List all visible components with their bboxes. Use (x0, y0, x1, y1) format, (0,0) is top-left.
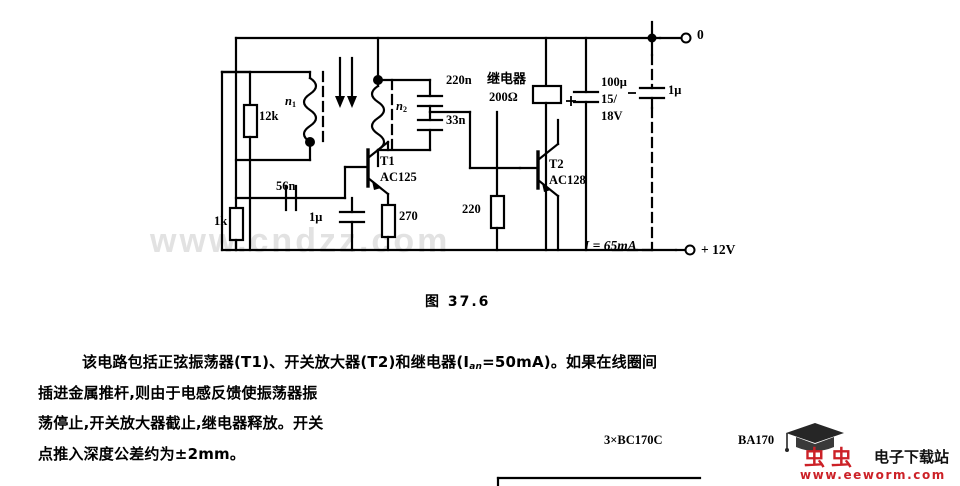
junction-dot-n2-top (373, 75, 383, 85)
t1-emitter-arrow (372, 181, 381, 190)
label-t2-type: AC128 (549, 173, 586, 187)
label-t2-ref: T2 (549, 157, 564, 171)
label-t1-type: AC125 (380, 170, 417, 184)
body-line-1-b: =50mA)。如果在线圈间 (482, 353, 658, 371)
t2-collector-lead (536, 142, 560, 162)
junction-dot-n1-bottom (305, 137, 315, 147)
resistor-12k-body (242, 103, 259, 139)
label-1k: 1k (214, 214, 228, 228)
logo-bugs-text: 虫虫 (804, 446, 858, 470)
label-270: 270 (399, 209, 418, 223)
label-100u: 100μ (601, 75, 627, 89)
junction-dot-terminal-0 (647, 33, 657, 43)
pushrod-arrowhead-left (335, 96, 345, 108)
label-12k: 12k (259, 109, 279, 123)
coil-n1-subscript: 1 (291, 100, 296, 109)
label-relay-value: 200Ω (489, 90, 518, 104)
relay-coil-body (531, 84, 563, 105)
logo-url-text: www.eeworm.com (800, 468, 946, 482)
label-1u-left: 1μ (309, 210, 323, 224)
logo-site-text: 电子下载站 (874, 448, 950, 466)
label-33n: 33n (446, 113, 466, 127)
body-line-1-a: 该电路包括正弦振荡器(T1)、开关放大器(T2)和继电器(I (82, 353, 470, 371)
label-coil-n2: n2 (396, 99, 407, 114)
body-line-1-sub: an (469, 362, 483, 372)
label-100u-volt-1: 15/ (601, 92, 617, 106)
resistor-220-body (489, 194, 506, 230)
graduation-cap-icon (785, 423, 844, 452)
label-t1-ref: T1 (380, 154, 395, 168)
body-line-4: 点推入深度公差约为±2mm。 (38, 445, 246, 463)
coil-n2-subscript: 2 (402, 105, 407, 114)
coil-n1-winding (302, 76, 318, 144)
terminal-circle-12v (684, 244, 696, 256)
label-coil-n1: n1 (285, 94, 296, 109)
pushrod-arrowhead-right (347, 96, 357, 108)
coil-n1-letter: n (285, 94, 292, 108)
body-line-3: 荡停止,开关放大器截止,继电器释放。开关 (38, 414, 324, 432)
resistor-270-body (380, 203, 397, 239)
label-56n: 56n (276, 179, 296, 193)
coil-n2-winding (370, 84, 386, 152)
polarity-plus-100u (566, 96, 576, 106)
label-current-note: I = 65mA (584, 238, 637, 253)
coil-n2-letter: n (396, 99, 403, 113)
label-relay-name: 继电器 (487, 72, 527, 87)
label-220n: 220n (446, 73, 472, 87)
label-100u-volt-2: 18V (601, 109, 623, 123)
next-figure-part-left: 3×BC170C (604, 433, 663, 447)
label-1u-right: 1μ (668, 83, 682, 97)
t1-collector-lead (366, 140, 390, 160)
terminal-label-0: 0 (697, 27, 704, 42)
body-line-2: 插进金属推杆,则由于电感反馈使振荡器振 (38, 384, 318, 402)
body-line-1: 该电路包括正弦振荡器(T1)、开关放大器(T2)和继电器(Ian=50mA)。如… (82, 351, 657, 372)
label-220: 220 (462, 202, 481, 216)
schematic-watermark: www.cndzz.com (150, 222, 451, 260)
terminal-circle-0 (680, 32, 692, 44)
site-logo: 虫虫 电子下载站 www.eeworm.com (778, 420, 954, 482)
figure-caption: 图 37.6 (425, 294, 491, 310)
dashed-optional-branch (610, 53, 654, 252)
terminal-label-12v: + 12V (701, 242, 736, 257)
next-figure-part-right: BA170 (738, 433, 775, 447)
resistor-1k-body (228, 206, 245, 242)
